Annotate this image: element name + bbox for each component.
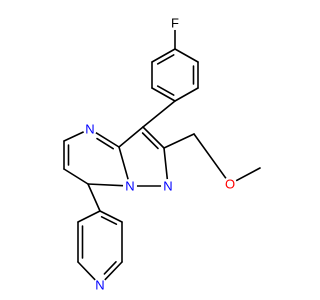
phenyl-bond: [174, 87, 199, 102]
phenyl-bond-inner: [156, 85, 175, 96]
nitrogen-atom-n1-label: N: [163, 179, 172, 194]
pyridine-bond: [99, 210, 123, 223]
bond-pyrimidine-pyridine: [87, 183, 101, 212]
pyrimidine-bond: [95, 131, 120, 148]
pyridine-bond: [77, 210, 101, 223]
pyrimidine-bond: [63, 131, 85, 142]
fluorine-atom-label: F: [171, 16, 179, 31]
nitrogen-atom-bridgehead: N: [123, 179, 137, 194]
bond-o-ch3: [235, 167, 261, 182]
pyrimidine-bond-inner: [96, 137, 114, 150]
bond-methoxymethyl: [163, 133, 195, 149]
pyrazole-bond-inner: [141, 132, 159, 150]
bond-phenyl-pyrazole: [142, 100, 176, 128]
nitrogen-atom-pyridine: N: [93, 278, 107, 293]
molecule-structure-canvas: F N N N O N: [63, 16, 261, 293]
pyrazole-bond: [163, 147, 169, 180]
nitrogen-atom-n4: N: [83, 122, 97, 137]
nitrogen-atom-pyridine-label: N: [95, 278, 104, 293]
pyridine-bond: [104, 261, 123, 281]
nitrogen-atom-n1: N: [161, 179, 175, 194]
pyrazole-bond: [142, 126, 165, 149]
pyrazole-bond: [118, 126, 144, 148]
fluorine-atom: F: [168, 16, 182, 31]
oxygen-atom-label: O: [225, 177, 235, 192]
bond-layer: [63, 29, 261, 281]
nitrogen-atom-bridgehead-label: N: [125, 179, 134, 194]
pyridine-bond-inner: [100, 216, 118, 225]
oxygen-atom: O: [223, 177, 237, 192]
phenyl-bond: [151, 87, 176, 102]
atom-label-layer: F N N N O N: [83, 16, 237, 293]
pyrimidine-bond: [87, 183, 124, 187]
phenyl-bond-inner: [156, 54, 175, 65]
ring-fusion-bond: [118, 146, 129, 181]
pyridine-bond-inner: [103, 260, 117, 275]
phenyl-bond: [151, 48, 176, 63]
phenyl-bond: [174, 48, 199, 63]
nitrogen-atom-n4-label: N: [85, 122, 94, 137]
pyridine-bond: [77, 261, 96, 281]
pyrimidine-bond: [63, 168, 89, 185]
bond-ch2-o: [193, 133, 227, 180]
